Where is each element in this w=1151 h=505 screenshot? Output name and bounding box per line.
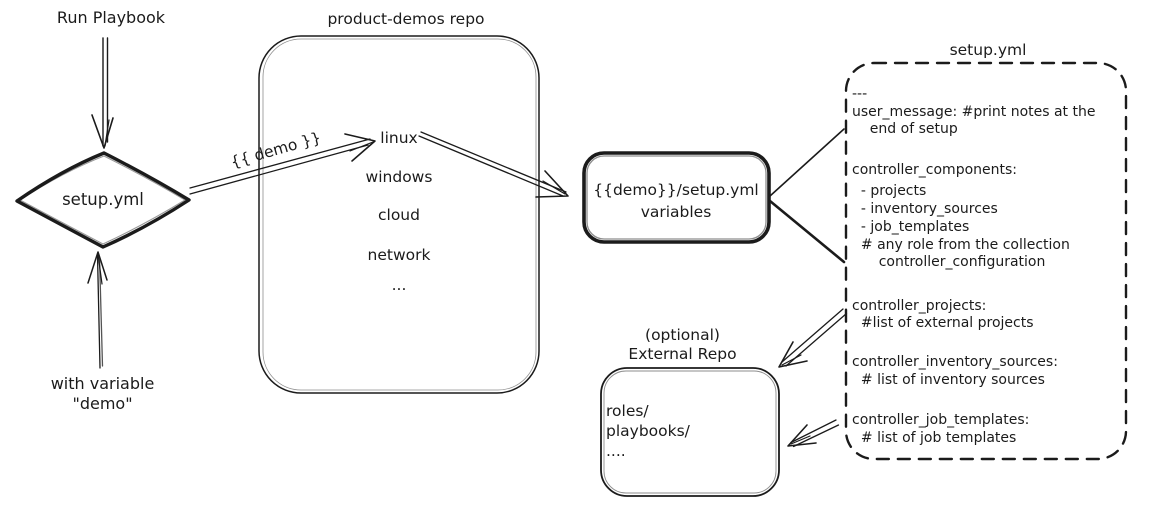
yaml-line: controller_projects: — [852, 298, 987, 314]
external-repo-shape — [600, 367, 780, 497]
run-playbook-arrow — [91, 37, 114, 149]
job-templates-to-external-arrow — [787, 419, 840, 448]
with-variable-arrow — [87, 251, 108, 369]
variables-box-label: {{demo}}/setup.yml variables — [591, 179, 761, 223]
yaml-line: #list of external projects — [852, 315, 1034, 331]
setup-yml-content: --- user_message: #print notes at the en… — [852, 0, 1127, 505]
with-variable-label: with variable "demo" — [35, 374, 170, 414]
external-repo-content: roles/ playbooks/ .... — [606, 401, 690, 461]
external-repo-line-ellipsis: .... — [606, 442, 626, 460]
yaml-line: - job_templates — [852, 219, 970, 235]
repo-item-ellipsis: ... — [391, 276, 407, 294]
yaml-line: controller_configuration — [852, 254, 1046, 270]
repo-item-windows: windows — [365, 168, 433, 186]
repo-title: product-demos repo — [327, 10, 485, 28]
variables-box-line2: variables — [640, 203, 712, 221]
yaml-line: controller_components: — [852, 162, 1017, 178]
setup-yml-dashed-box-shape — [844, 61, 1128, 461]
variables-box-line1: {{demo}}/setup.yml — [593, 181, 759, 199]
demo-edge-arrow — [189, 133, 376, 195]
external-repo-line-playbooks: playbooks/ — [606, 422, 690, 440]
yaml-line: - projects — [852, 183, 927, 199]
projects-to-external-arrow — [778, 308, 848, 368]
repo-item-cloud: cloud — [378, 206, 420, 224]
setup-yml-title: setup.yml — [949, 41, 1027, 59]
yaml-line: user_message: #print notes at the — [852, 104, 1096, 120]
product-demos-repo-shape — [258, 35, 540, 394]
external-repo-title: (optional) External Repo — [610, 326, 755, 364]
variables-to-setup-fan-lines — [768, 128, 846, 264]
yaml-line: controller_job_templates: — [852, 412, 1030, 428]
yaml-line: controller_inventory_sources: — [852, 354, 1058, 370]
external-repo-title-line1: (optional) — [645, 326, 720, 344]
yaml-line: --- — [852, 86, 868, 102]
linux-to-variables-arrow — [418, 131, 569, 198]
setup-yml-diamond-shape — [15, 151, 191, 249]
repo-item-network: network — [367, 246, 431, 264]
diamond-label: setup.yml — [62, 190, 144, 209]
with-variable-line2: "demo" — [72, 394, 133, 413]
yaml-line: # list of job templates — [852, 430, 1017, 446]
yaml-line: end of setup — [852, 121, 958, 137]
external-repo-title-line2: External Repo — [628, 345, 737, 363]
run-playbook-label: Run Playbook — [56, 8, 166, 27]
yaml-line: - inventory_sources — [852, 201, 998, 217]
yaml-line: # list of inventory sources — [852, 372, 1045, 388]
external-repo-line-roles: roles/ — [606, 402, 649, 420]
with-variable-line1: with variable — [50, 374, 155, 393]
repo-item-linux: linux — [380, 129, 418, 147]
yaml-line: # any role from the collection — [852, 237, 1070, 253]
variables-box-shape — [582, 151, 771, 244]
